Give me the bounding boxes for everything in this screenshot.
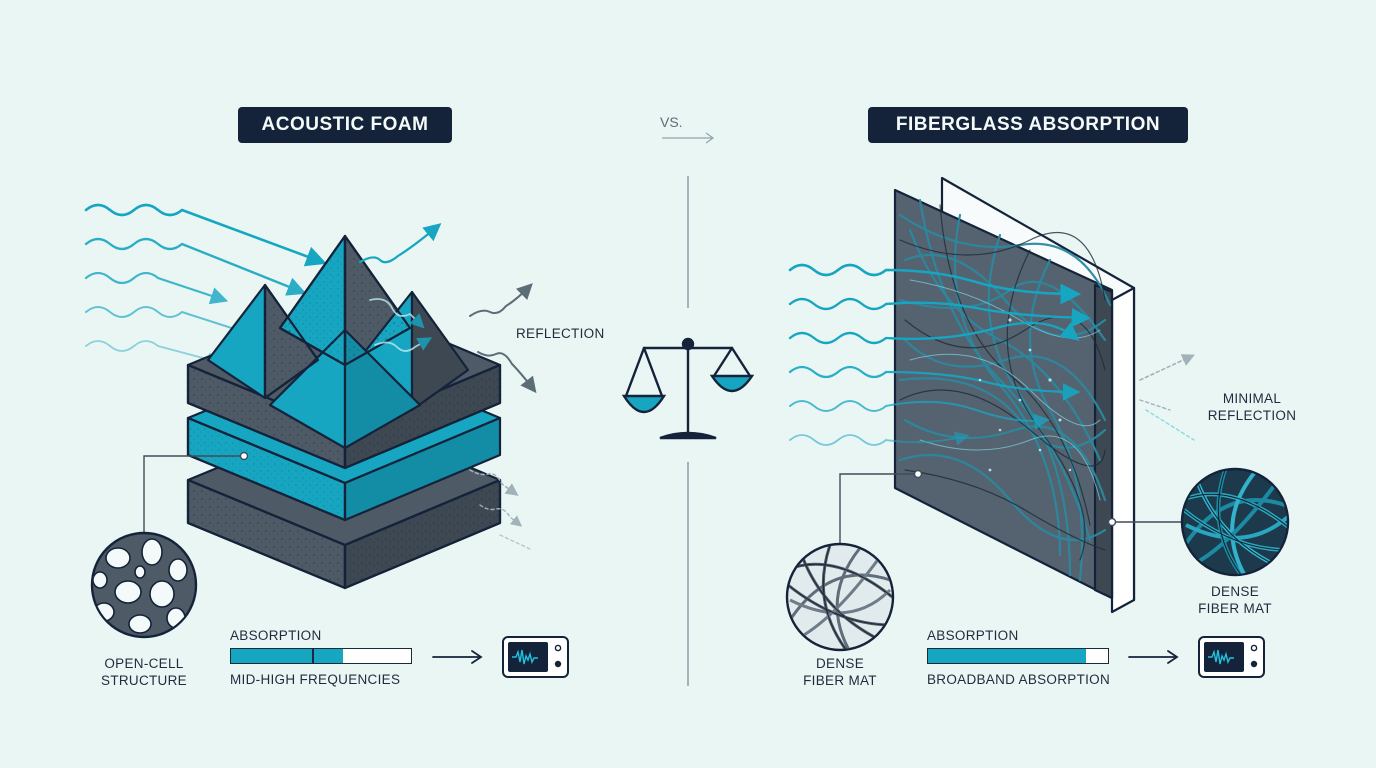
right-absorption-label: ABSORPTION	[927, 628, 1019, 643]
fiber-absorption-dots	[978, 318, 1072, 472]
left-absorption-bar	[230, 648, 412, 664]
left-absorption-fill	[231, 649, 343, 663]
open-cell-structure-label: OPEN-CELL STRUCTURE	[84, 655, 204, 689]
minimal-reflection-line-2: REFLECTION	[1207, 408, 1297, 423]
left-sound-waves	[84, 203, 327, 367]
left-absorption-segment	[312, 649, 314, 663]
fiberglass-panel	[893, 176, 1136, 614]
minimal-reflection-label: MINIMAL REFLECTION	[1196, 390, 1308, 424]
arrow-right-icon-2	[1128, 650, 1179, 664]
minimal-reflection-line-1: MINIMAL	[1222, 391, 1282, 406]
balance-scale-icon	[621, 337, 755, 440]
dense-fiber-mat-magnifier-icon	[1180, 467, 1290, 577]
minimal-reflection-arrows	[1139, 354, 1195, 441]
dense-fiber-mat-label: DENSE FIBER MAT	[782, 655, 898, 689]
open-cell-line-2: STRUCTURE	[101, 673, 187, 688]
vs-label: VS.	[660, 114, 683, 130]
dense-fiber-side-line-2: FIBER MAT	[1198, 601, 1272, 616]
left-frequency-label: MID-HIGH FREQUENCIES	[230, 672, 401, 687]
dense-fiber-side-line-1: DENSE	[1210, 584, 1259, 599]
dense-fiber-mat-side-label: DENSE FIBER MAT	[1178, 583, 1292, 617]
audio-monitor-icon	[502, 636, 569, 678]
dense-fiber-line-1: DENSE	[815, 656, 864, 671]
reflection-label: REFLECTION	[516, 326, 605, 341]
open-cell-magnifier-icon	[90, 531, 198, 639]
arrow-right-icon	[432, 650, 483, 664]
left-absorption-label: ABSORPTION	[230, 628, 322, 643]
right-sound-waves	[788, 263, 1091, 446]
dense-fiber-magnifier-icon	[785, 542, 895, 652]
acoustic-foam-title: ACOUSTIC FOAM	[238, 107, 452, 143]
right-callout-lines	[839, 469, 1183, 545]
acoustic-foam-block	[186, 234, 502, 590]
right-absorption-fill	[928, 649, 1087, 663]
fiber-strands	[898, 198, 1112, 582]
audio-monitor-icon-2	[1198, 636, 1265, 678]
right-frequency-label: BROADBAND ABSORPTION	[927, 672, 1111, 687]
left-callout-line	[143, 451, 249, 536]
left-reflection-arrows	[358, 223, 537, 550]
dense-fiber-line-2: FIBER MAT	[803, 673, 877, 688]
right-absorption-bar	[927, 648, 1109, 664]
open-cell-line-1: OPEN-CELL	[104, 656, 184, 671]
fiberglass-title: FIBERGLASS ABSORPTION	[868, 107, 1188, 143]
